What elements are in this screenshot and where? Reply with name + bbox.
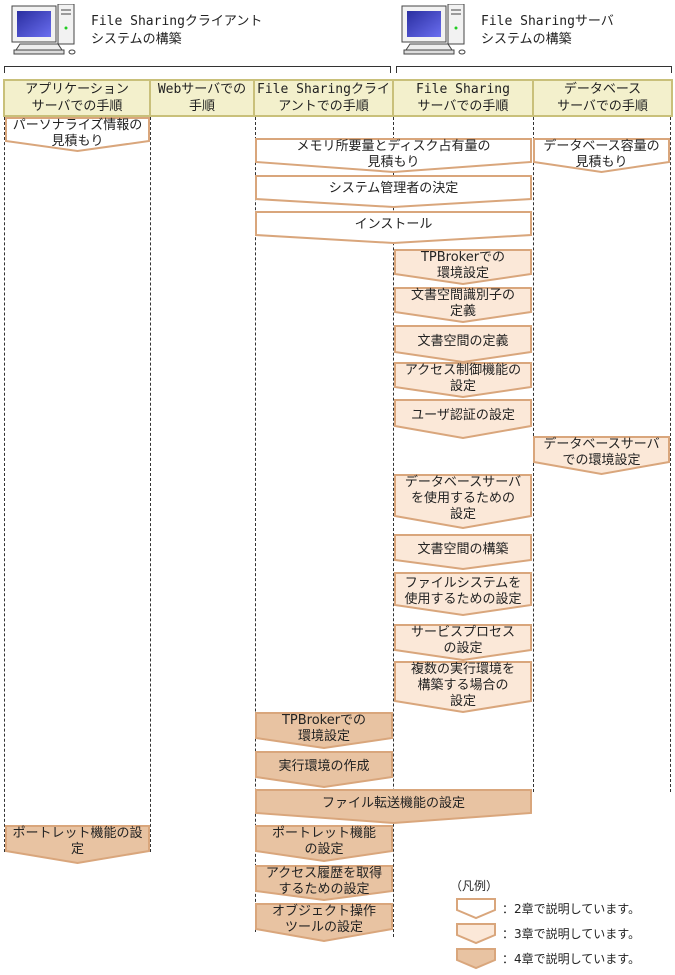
process-step: 実行環境の作成 <box>255 751 393 789</box>
step-chevron-shape <box>394 624 532 662</box>
lane-line <box>255 117 256 932</box>
legend-swatch-chapter-4 <box>456 948 496 970</box>
lane-line <box>150 117 151 852</box>
step-label: 文書空間の定義 <box>417 334 509 349</box>
step-label: ファイルシステムを 使用するための設定 <box>404 576 522 607</box>
step-label: システム管理者の決定 <box>328 181 459 196</box>
process-step: 文書空間識別子の 定義 <box>394 287 532 324</box>
step-chevron-shape <box>394 474 532 530</box>
server-system-bracket <box>396 66 672 73</box>
step-chevron-shape <box>255 211 532 245</box>
step-label: データベースサーバ を使用するための 設定 <box>404 475 522 522</box>
process-step: メモリ所要量とディスク占有量の 見積もり <box>255 138 532 174</box>
step-label: TPBrokerでの 環境設定 <box>420 250 506 281</box>
step-label: パーソナライズ情報の 見積もり <box>12 118 143 149</box>
process-step: ファイル転送機能の設定 <box>255 789 532 825</box>
legend-label-chapter-3: ：3章で説明しています。 <box>502 927 641 941</box>
process-step: パーソナライズ情報の 見積もり <box>5 117 150 153</box>
step-chevron-shape <box>255 865 393 902</box>
step-label: インストール <box>354 217 433 232</box>
step-label: メモリ所要量とディスク占有量の 見積もり <box>296 139 491 170</box>
step-chevron-shape <box>394 572 532 617</box>
step-chevron-shape <box>456 898 496 920</box>
step-label: オブジェクト操作 ツールの設定 <box>271 904 376 935</box>
process-step: 複数の実行環境を 構築する場合の 設定 <box>394 661 532 714</box>
lane-header-client: File Sharingクライ アントでの手順 <box>253 79 394 117</box>
process-step: データベースサーバ を使用するための 設定 <box>394 474 532 530</box>
step-label: ファイル転送機能の設定 <box>321 796 465 811</box>
step-chevron-shape <box>5 825 150 865</box>
step-chevron-shape <box>255 712 393 750</box>
client-computer-icon <box>8 3 78 56</box>
process-step: TPBrokerでの 環境設定 <box>255 712 393 750</box>
step-label: データベースサーバ での環境設定 <box>543 437 660 468</box>
step-chevron-shape <box>394 534 532 571</box>
process-step: ユーザ認証の設定 <box>394 399 532 440</box>
lane-line <box>670 117 671 792</box>
step-chevron-shape <box>255 789 532 825</box>
process-step: 文書空間の構築 <box>394 534 532 571</box>
process-step: インストール <box>255 211 532 245</box>
server-system-title: File Sharingサーバ システムの構築 <box>481 14 614 47</box>
step-label: 文書空間の構築 <box>417 542 509 557</box>
step-chevron-shape <box>394 325 532 364</box>
step-chevron-shape <box>394 399 532 440</box>
process-step: アクセス制御機能の 設定 <box>394 362 532 399</box>
step-label: 文書空間識別子の 定義 <box>410 288 515 319</box>
step-chevron-shape <box>255 903 393 943</box>
process-step: データベースサーバ での環境設定 <box>533 436 670 476</box>
process-step: サービスプロセス の設定 <box>394 624 532 662</box>
lane-line <box>4 117 5 852</box>
step-chevron-shape <box>533 138 670 174</box>
step-chevron-shape <box>5 117 150 153</box>
legend-swatch-chapter-2 <box>456 898 496 920</box>
lane-line <box>393 117 394 937</box>
step-label: アクセス履歴を取得 するための設定 <box>265 866 383 897</box>
legend-label-chapter-2: ：2章で説明しています。 <box>502 902 641 916</box>
lane-header-db: データベース サーバでの手順 <box>532 79 673 117</box>
step-label: TPBrokerでの 環境設定 <box>281 713 367 744</box>
step-chevron-shape <box>255 825 393 863</box>
step-chevron-shape <box>255 751 393 789</box>
process-step: システム管理者の決定 <box>255 175 532 209</box>
step-label: サービスプロセス の設定 <box>410 625 515 656</box>
legend-label-chapter-4: ：4章で説明しています。 <box>502 952 641 966</box>
lane-header-server: File Sharing サーバでの手順 <box>392 79 534 117</box>
legend-title: （凡例） <box>450 879 499 893</box>
step-label: ユーザ認証の設定 <box>411 408 515 423</box>
step-chevron-shape <box>394 249 532 286</box>
step-label: データベース容量の 見積もり <box>543 139 660 170</box>
process-step: TPBrokerでの 環境設定 <box>394 249 532 286</box>
step-chevron-shape <box>394 661 532 714</box>
legend-swatch-chapter-3 <box>456 923 496 945</box>
step-chevron-shape <box>456 923 496 945</box>
lane-header-web: Webサーバでの 手順 <box>149 79 255 117</box>
step-label: ポートレット機能 の設定 <box>271 826 376 857</box>
process-step: ポートレット機能の設 定 <box>5 825 150 865</box>
step-label: ポートレット機能の設 定 <box>12 826 143 857</box>
process-step: 文書空間の定義 <box>394 325 532 364</box>
step-label: 実行環境の作成 <box>278 759 370 774</box>
process-step: ファイルシステムを 使用するための設定 <box>394 572 532 617</box>
server-computer-icon <box>398 3 468 56</box>
step-label: 複数の実行環境を 構築する場合の 設定 <box>410 662 515 709</box>
process-step: アクセス履歴を取得 するための設定 <box>255 865 393 902</box>
step-chevron-shape <box>255 138 532 174</box>
process-step: ポートレット機能 の設定 <box>255 825 393 863</box>
process-step: オブジェクト操作 ツールの設定 <box>255 903 393 943</box>
client-system-bracket <box>4 66 391 73</box>
process-step: データベース容量の 見積もり <box>533 138 670 174</box>
step-chevron-shape <box>394 362 532 399</box>
step-chevron-shape <box>255 175 532 209</box>
lane-header-app: アプリケーション サーバでの手順 <box>3 79 151 117</box>
step-chevron-shape <box>394 287 532 324</box>
step-chevron-shape <box>533 436 670 476</box>
step-label: アクセス制御機能の 設定 <box>404 363 522 394</box>
client-system-title: File Sharingクライアント システムの構築 <box>91 14 263 47</box>
step-chevron-shape <box>456 948 496 970</box>
